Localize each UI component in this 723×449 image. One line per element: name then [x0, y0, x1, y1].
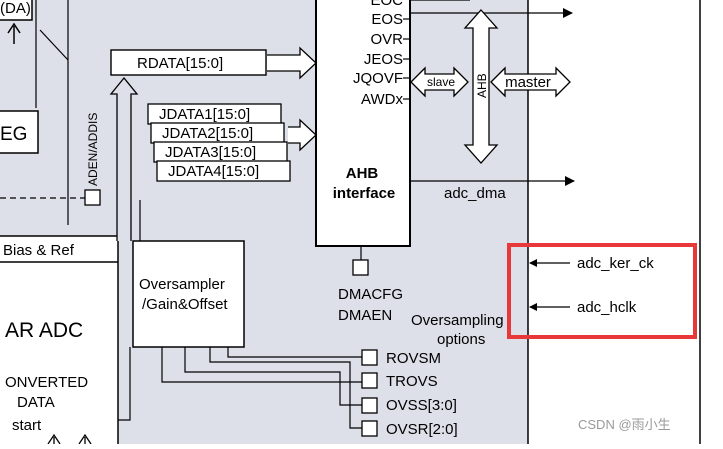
register-block	[0, 110, 39, 154]
option-box-ovss	[361, 397, 378, 414]
option-box-rovsm	[361, 349, 378, 366]
adc-hclk-label: adc_hclk	[577, 299, 637, 316]
dmacfg-label: DMACFG	[338, 286, 403, 303]
adc-dma-label: adc_dma	[444, 185, 506, 202]
left-wire-diag	[39, 29, 69, 61]
aden-addis-box	[84, 189, 101, 206]
ovs-wire-2	[184, 347, 362, 406]
top-left-label: (DA)	[0, 0, 31, 17]
aden-addis-label: ADEN/ADDIS	[86, 113, 100, 186]
ahb-vertical-bus	[463, 9, 499, 164]
option-box-ovsr	[361, 420, 378, 437]
ahb-interface-label-1: AHB	[346, 165, 379, 182]
ahb-flag-jqovf: JQOVF	[353, 70, 403, 87]
oversampling-options-label-2: options	[437, 331, 485, 348]
oversampler-to-rdata-arrow	[109, 76, 139, 241]
ahb-flag-eoc: EOC	[370, 0, 403, 9]
option-label-ovss: OVSS[3:0]	[386, 397, 457, 414]
master-label: master	[505, 74, 551, 91]
oversampler-label-1: Oversampler	[139, 276, 225, 293]
start-arrow-left	[47, 433, 61, 445]
slave-bus-arrow	[410, 66, 469, 98]
oversampler-block	[132, 240, 245, 348]
option-label-rovsm: ROVSM	[386, 350, 441, 367]
start-label: start	[12, 417, 42, 434]
slave-label: slave	[427, 75, 455, 89]
oversampling-options-label-1: Oversampling	[411, 312, 504, 329]
adc-ker-ck-label: adc_ker_ck	[577, 255, 654, 272]
ahb-interface-label-2: interface	[333, 185, 396, 202]
ahb-flag-jeos: JEOS	[364, 51, 403, 68]
start-arrow-right	[78, 433, 92, 445]
jdata4-label: JDATA4[15:0]	[168, 163, 259, 180]
watermark-text: CSDN @雨小生	[578, 417, 671, 432]
ahb-interface-block	[315, 0, 411, 247]
bias-ref-label: Bias & Ref	[3, 242, 75, 259]
ahb-flag-eos: EOS	[371, 11, 403, 28]
ahb-flag-awdx: AWDx	[361, 91, 403, 108]
rdata-register	[110, 49, 267, 76]
master-bus-arrow	[490, 66, 571, 98]
option-label-trovs: TROVS	[386, 373, 438, 390]
ovs-wire-5	[118, 347, 131, 421]
ahb-flag-ovr: OVR	[370, 31, 403, 48]
jdata3-label: JDATA3[15:0]	[165, 144, 256, 161]
dmaen-label: DMAEN	[338, 307, 392, 324]
clock-highlight-box	[507, 243, 697, 339]
ovs-wire-3	[209, 347, 362, 429]
top-left-block	[0, 0, 33, 21]
dma-config-box	[352, 259, 369, 276]
ovs-wire-4	[227, 347, 362, 358]
oversampler-label-2: /Gain&Offset	[142, 296, 228, 313]
rdata-label: RDATA[15:0]	[137, 55, 223, 72]
ovs-wire-1	[161, 347, 362, 383]
data-label: DATA	[17, 394, 55, 411]
register-block-label: EG	[0, 124, 27, 145]
top-left-up-arrow	[7, 22, 21, 44]
converted-label: ONVERTED	[5, 374, 88, 391]
option-box-trovs	[361, 372, 378, 389]
ahb-bus-label: AHB	[475, 73, 489, 98]
jdata4-register	[156, 160, 291, 182]
jdata2-label: JDATA2[15:0]	[162, 125, 253, 142]
sar-adc-block	[0, 235, 119, 449]
option-label-ovsr: OVSR[2:0]	[386, 421, 458, 438]
sar-adc-label: AR ADC	[5, 319, 83, 342]
jdata1-label: JDATA1[15:0]	[159, 106, 250, 123]
